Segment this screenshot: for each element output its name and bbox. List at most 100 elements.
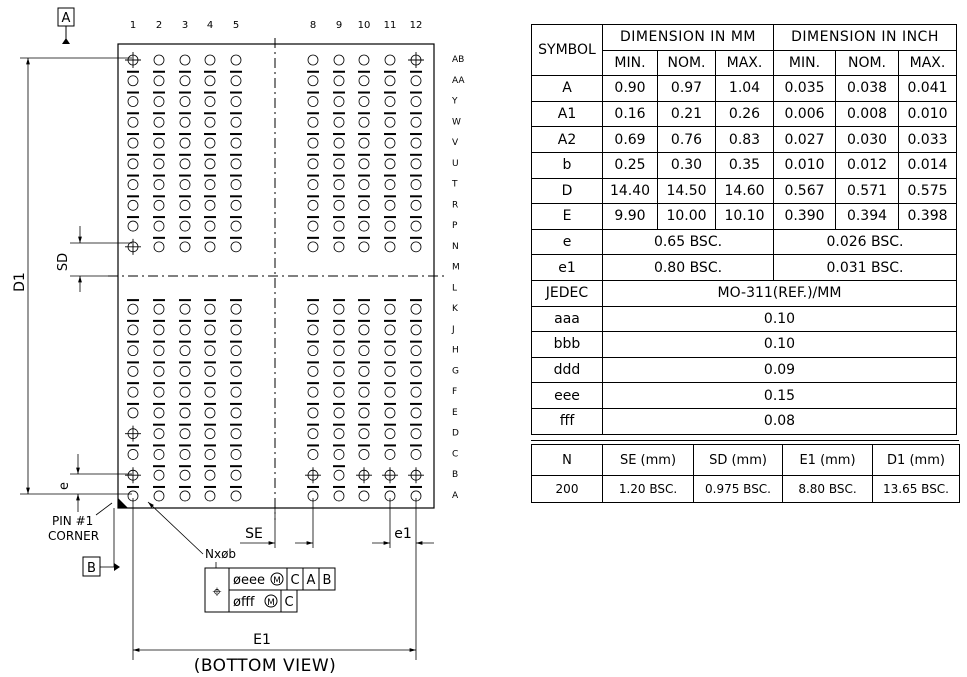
solder-ball	[153, 490, 165, 502]
se-label: SE	[245, 526, 263, 542]
pin-name-mark	[127, 174, 139, 177]
solder-ball	[333, 220, 345, 232]
pin-name-mark	[358, 91, 370, 94]
value-cell: 0.010	[898, 100, 957, 128]
pin-name-mark	[230, 153, 242, 156]
column-number: 4	[207, 20, 213, 31]
pin-name-mark	[307, 423, 319, 426]
row-letter: H	[452, 346, 459, 356]
solder-ball	[153, 54, 165, 66]
solder-ball	[179, 116, 191, 128]
value-cell: 0.21	[657, 100, 716, 128]
pin-name-mark	[307, 174, 319, 177]
pin-name-mark	[179, 361, 191, 364]
pin-name-mark	[307, 216, 319, 219]
symbol-header: SYMBOL	[531, 23, 603, 77]
solder-ball	[153, 324, 165, 336]
solder-ball	[230, 179, 242, 190]
value-cell: 0.26	[715, 100, 774, 128]
symbol-cell: E	[531, 203, 603, 230]
subheader-cell: NOM.	[835, 49, 899, 77]
pin-name-mark	[204, 112, 216, 115]
pin-name-mark	[358, 174, 370, 177]
pin-name-mark	[358, 299, 370, 302]
row-letter: Y	[451, 97, 458, 107]
pin-name-mark	[307, 485, 319, 488]
symbol-cell: D	[531, 177, 603, 205]
solder-ball	[384, 345, 396, 357]
pin-name-mark	[127, 133, 139, 136]
value-cell: 14.40	[602, 177, 658, 205]
pin1-leader	[95, 502, 113, 516]
pin-name-mark	[410, 485, 422, 488]
pin-name-mark	[410, 70, 422, 73]
table-separator	[531, 440, 959, 441]
pin-name-mark	[333, 361, 345, 364]
solder-ball	[333, 179, 345, 190]
pin-name-mark	[230, 70, 242, 73]
n-header-cell: D1 (mm)	[872, 444, 960, 476]
value-cell: 0.567	[773, 177, 836, 205]
symbol-cell: JEDEC	[531, 279, 603, 307]
solder-ball	[204, 449, 216, 460]
solder-ball	[230, 116, 242, 128]
fcf-row1-mmc-circle	[270, 572, 284, 586]
n-header-cell: SD (mm)	[693, 444, 783, 476]
solder-ball	[358, 179, 370, 190]
pin-name-mark	[384, 195, 396, 198]
row-letter: V	[452, 138, 459, 148]
solder-ball	[179, 199, 191, 211]
pin-name-mark	[358, 216, 370, 219]
pin-name-mark	[410, 133, 422, 136]
solder-ball	[384, 158, 396, 170]
row-letter: J	[451, 325, 455, 335]
pin-name-mark	[179, 319, 191, 322]
solder-ball	[127, 179, 139, 190]
pin-name-mark	[410, 216, 422, 219]
solder-ball	[127, 449, 139, 460]
pin-name-mark	[333, 299, 345, 302]
pin-name-mark	[384, 70, 396, 73]
pin-name-mark	[384, 444, 396, 447]
symbol-cell: A2	[531, 126, 603, 153]
solder-ball	[307, 241, 319, 253]
solder-ball	[127, 365, 139, 377]
solder-ball	[230, 407, 242, 419]
solder-ball	[384, 241, 396, 253]
pin-name-mark	[204, 382, 216, 385]
pin-name-mark	[153, 319, 165, 322]
ball-centerline-mark	[408, 467, 424, 484]
column-number: 1	[130, 20, 136, 31]
symbol-cell: e	[531, 228, 603, 256]
e-label: e	[57, 482, 72, 490]
pin-name-mark	[204, 465, 216, 468]
ball-centerline-mark	[125, 238, 141, 255]
value-cell: 9.90	[602, 203, 658, 230]
solder-ball	[333, 241, 345, 253]
pin-name-mark	[384, 299, 396, 302]
pin-name-mark	[333, 485, 345, 488]
pin-name-mark	[384, 112, 396, 115]
solder-ball	[384, 407, 396, 419]
row-letter: W	[452, 117, 461, 127]
pin-name-mark	[384, 174, 396, 177]
pin-name-mark	[127, 112, 139, 115]
value-cell: 0.97	[657, 75, 716, 102]
solder-ball	[410, 116, 422, 128]
solder-ball	[333, 54, 345, 66]
value-cell: 0.30	[657, 151, 716, 179]
solder-ball	[230, 386, 242, 398]
solder-ball	[384, 324, 396, 336]
fcf-row1-tol: øeee	[233, 573, 265, 588]
row-letter: B	[452, 470, 458, 480]
pin1-label: PIN #1	[52, 514, 93, 528]
pin-name-mark	[179, 216, 191, 219]
value-cell: 0.90	[602, 75, 658, 102]
value-cell: 0.038	[835, 75, 899, 102]
subheader-cell: MIN.	[602, 49, 658, 77]
n-header-cell: N	[531, 444, 603, 476]
solder-ball	[230, 324, 242, 336]
value-cell: 14.60	[715, 177, 774, 205]
